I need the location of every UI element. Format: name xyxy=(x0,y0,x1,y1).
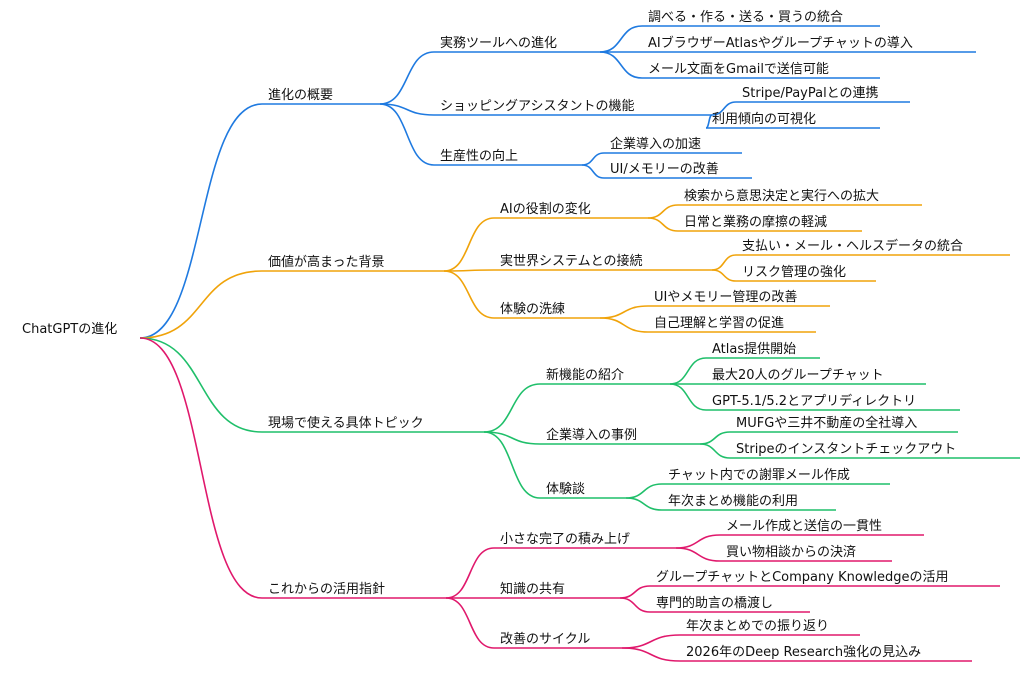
leaf-node: 支払い・メール・ヘルスデータの統合 xyxy=(742,238,963,254)
root-node: ChatGPTの進化 xyxy=(22,322,117,337)
branch-edge xyxy=(139,337,263,433)
branch-edge xyxy=(139,270,263,339)
leaf-node: Stripeのインスタントチェックアウト xyxy=(736,442,956,457)
leaf-edge xyxy=(621,634,681,649)
leaf-node: チャット内での謝罪メール作成 xyxy=(668,467,850,483)
leaf-node: 2026年のDeep Research強化の見込み xyxy=(686,645,921,660)
leaf-node: Stripe/PayPalとの連携 xyxy=(742,85,879,101)
leaf-edge xyxy=(599,51,643,79)
leaf-edge xyxy=(669,383,707,411)
leaf-edge xyxy=(625,497,663,511)
leaf-edge xyxy=(619,585,651,599)
topic-node: 知識の共有 xyxy=(500,581,565,597)
topic-edge xyxy=(445,597,495,649)
topic-edge xyxy=(443,270,495,319)
leaf-node: 日常と業務の摩擦の軽減 xyxy=(684,214,827,230)
leaf-node: UIやメモリー管理の改善 xyxy=(654,289,797,305)
leaf-node: UI/メモリーの改善 xyxy=(610,161,719,177)
leaf-edge xyxy=(647,204,679,219)
branch-node: 価値が高まった背景 xyxy=(268,254,384,270)
leaf-node: GPT-5.1/5.2とアプリディレクトリ xyxy=(712,393,916,409)
mindmap-nodes: ChatGPTの進化 進化の概要 実務ツールへの進化 調べる・作る・送る・買うの統合 A… xyxy=(22,10,1020,662)
leaf-edge xyxy=(619,597,651,613)
topic-edge xyxy=(379,103,435,116)
leaf-edge xyxy=(599,25,643,53)
leaf-node: MUFGや三井不動産の全社導入 xyxy=(736,415,917,431)
leaf-edge xyxy=(581,164,605,179)
topic-node: 企業導入の事例 xyxy=(546,427,637,443)
topic-edge xyxy=(379,51,435,105)
leaf-node: 利用傾向の可視化 xyxy=(712,111,816,127)
leaf-node: 年次まとめでの振り返り xyxy=(686,618,829,634)
topic-node: 小さな完了の積み上げ xyxy=(500,532,630,547)
topic-edge xyxy=(443,217,495,272)
leaf-node: 自己理解と学習の促進 xyxy=(654,315,784,331)
leaf-node: Atlas提供開始 xyxy=(712,341,796,357)
branch-node: 現場で使える具体トピック xyxy=(268,415,424,431)
topic-edge xyxy=(443,269,495,272)
topic-node: 実務ツールへの進化 xyxy=(440,35,557,51)
topic-edge xyxy=(445,547,495,599)
leaf-node: メール作成と送信の一貫性 xyxy=(726,519,882,534)
topic-edge xyxy=(483,383,541,433)
leaf-node: 調べる・作る・送る・買うの統合 xyxy=(648,10,843,25)
leaf-node: 最大20人のグループチャット xyxy=(712,368,884,383)
leaf-edge xyxy=(581,152,605,166)
leaf-edge xyxy=(625,483,663,499)
leaf-node: 企業導入の加速 xyxy=(610,136,701,152)
branch-edge xyxy=(139,337,263,599)
topic-node: 生産性の向上 xyxy=(440,148,518,164)
leaf-edge xyxy=(669,357,707,385)
leaf-edge xyxy=(599,317,649,333)
topic-node: ショッピングアシスタントの機能 xyxy=(440,99,634,114)
leaf-node: リスク管理の強化 xyxy=(742,265,846,280)
branch-node: 進化の概要 xyxy=(268,88,333,103)
topic-edge xyxy=(483,431,541,445)
mindmap-edges xyxy=(139,25,737,662)
leaf-edge xyxy=(711,101,737,116)
leaf-node: グループチャットとCompany Knowledgeの活用 xyxy=(656,570,949,585)
leaf-edge xyxy=(711,269,737,282)
leaf-edge xyxy=(599,305,649,319)
topic-node: 新機能の紹介 xyxy=(546,367,624,383)
leaf-edge xyxy=(675,534,721,549)
topic-edge xyxy=(379,103,435,166)
leaf-node: 年次まとめ機能の利用 xyxy=(668,493,798,509)
leaf-node: AIブラウザーAtlasやグループチャットの導入 xyxy=(648,35,913,51)
leaf-node: 専門的助言の橋渡し xyxy=(656,595,773,611)
leaf-edge xyxy=(675,547,721,562)
topic-node: 体験談 xyxy=(546,481,585,497)
topic-node: 体験の洗練 xyxy=(500,302,565,317)
topic-node: 改善のサイクル xyxy=(500,631,590,647)
leaf-node: 買い物相談からの決済 xyxy=(726,544,856,560)
leaf-edge xyxy=(699,443,731,459)
leaf-node: 検索から意思決定と実行への拡大 xyxy=(684,188,879,204)
topic-node: 実世界システムとの接続 xyxy=(500,253,642,269)
branch-node: これからの活用指針 xyxy=(268,582,385,597)
branch-edge xyxy=(139,103,263,339)
leaf-edge xyxy=(711,254,737,271)
leaf-edge xyxy=(647,217,679,232)
leaf-edge xyxy=(699,431,731,445)
topic-edge xyxy=(483,431,541,499)
leaf-node: メール文面をGmailで送信可能 xyxy=(648,62,829,77)
topic-node: AIの役割の変化 xyxy=(500,201,591,217)
leaf-edge xyxy=(621,647,681,662)
